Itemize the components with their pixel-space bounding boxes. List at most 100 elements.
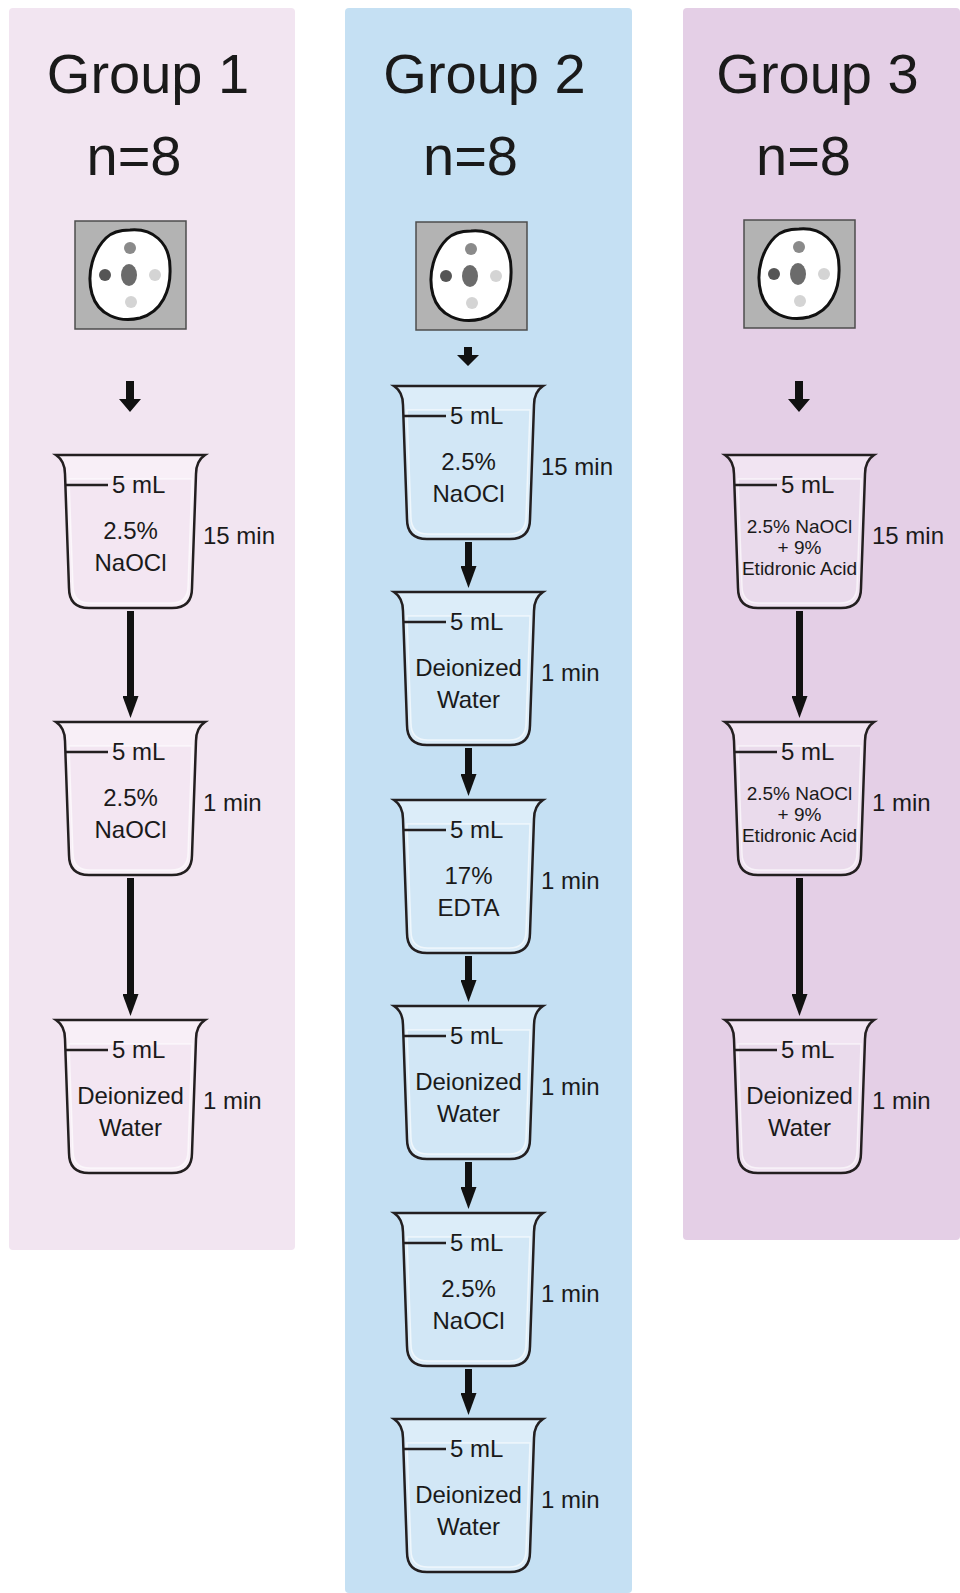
time-wrap: 1 min bbox=[203, 789, 262, 817]
beaker-volume: 5 mL bbox=[450, 1230, 503, 1256]
beaker: 5 mLDeionized Water1 min bbox=[54, 1017, 207, 1175]
solution-name: Deionized Water bbox=[413, 1066, 525, 1130]
fill-line bbox=[404, 829, 446, 832]
solution-wrap: Deionized Water bbox=[392, 637, 545, 731]
solution-name: 2.5% NaOCl bbox=[75, 782, 187, 846]
solution-wrap: 2.5% NaOCl bbox=[54, 500, 207, 594]
volume-wrap: 5 mL bbox=[450, 1023, 503, 1049]
time-wrap: 15 min bbox=[872, 522, 944, 550]
fill-line bbox=[404, 621, 446, 624]
fill-line bbox=[735, 1049, 777, 1052]
solution-wrap: 2.5% NaOCl bbox=[392, 1258, 545, 1352]
time-wrap: 15 min bbox=[203, 522, 275, 550]
group-title: Group 3 bbox=[679, 44, 956, 104]
group-panel: Group 3n=8 5 mL 2.5% NaOCl + 9% Etidronic … bbox=[683, 8, 960, 1240]
volume-wrap: 5 mL bbox=[450, 609, 503, 635]
fill-line bbox=[66, 484, 108, 487]
beaker: 5 mL2.5% NaOCl + 9% Etidronic Acid1 min bbox=[723, 719, 876, 877]
beaker-volume: 5 mL bbox=[450, 817, 503, 843]
time-wrap: 1 min bbox=[541, 1073, 600, 1101]
solution-name: Deionized Water bbox=[413, 1479, 525, 1543]
sample-count: n=8 bbox=[0, 126, 277, 186]
beaker: 5 mL2.5% NaOCl + 9% Etidronic Acid15 min bbox=[723, 452, 876, 610]
solution-name: 17% EDTA bbox=[413, 860, 525, 924]
immersion-time: 1 min bbox=[203, 789, 262, 817]
time-wrap: 15 min bbox=[541, 453, 613, 481]
panel-heading: Group 2n=8 bbox=[345, 44, 632, 186]
beaker-volume: 5 mL bbox=[781, 739, 834, 765]
volume-wrap: 5 mL bbox=[781, 1037, 834, 1063]
solution-wrap: Deionized Water bbox=[54, 1065, 207, 1159]
immersion-time: 15 min bbox=[541, 453, 613, 481]
immersion-time: 15 min bbox=[203, 522, 275, 550]
beaker: 5 mL2.5% NaOCl15 min bbox=[392, 383, 545, 541]
solution-wrap: 2.5% NaOCl bbox=[392, 431, 545, 525]
volume-wrap: 5 mL bbox=[450, 1436, 503, 1462]
solution-wrap: Deionized Water bbox=[723, 1065, 876, 1159]
time-wrap: 1 min bbox=[541, 1280, 600, 1308]
beaker: 5 mL17% EDTA1 min bbox=[392, 797, 545, 955]
immersion-time: 1 min bbox=[203, 1087, 262, 1115]
solution-wrap: 2.5% NaOCl + 9% Etidronic Acid bbox=[723, 767, 876, 861]
beaker: 5 mL2.5% NaOCl15 min bbox=[54, 452, 207, 610]
fill-line bbox=[404, 1448, 446, 1451]
volume-wrap: 5 mL bbox=[112, 472, 165, 498]
fill-line bbox=[404, 1242, 446, 1245]
beaker-volume: 5 mL bbox=[450, 1436, 503, 1462]
time-wrap: 1 min bbox=[203, 1087, 262, 1115]
solution-name: Deionized Water bbox=[744, 1080, 856, 1144]
panel-heading: Group 3n=8 bbox=[683, 44, 960, 186]
volume-wrap: 5 mL bbox=[781, 472, 834, 498]
solution-wrap: Deionized Water bbox=[392, 1464, 545, 1558]
group-title: Group 1 bbox=[5, 44, 291, 104]
immersion-time: 1 min bbox=[541, 867, 600, 895]
volume-wrap: 5 mL bbox=[450, 403, 503, 429]
fill-line bbox=[735, 484, 777, 487]
beaker-volume: 5 mL bbox=[112, 1037, 165, 1063]
group-panel: Group 1n=8 5 mL 2.5% NaOCl 15 min 5 mL 2.5% N… bbox=[9, 8, 295, 1250]
time-wrap: 1 min bbox=[872, 1087, 931, 1115]
beaker-volume: 5 mL bbox=[450, 609, 503, 635]
solution-name: 2.5% NaOCl bbox=[75, 515, 187, 579]
time-wrap: 1 min bbox=[541, 659, 600, 687]
fill-line bbox=[735, 751, 777, 754]
beaker: 5 mL2.5% NaOCl1 min bbox=[54, 719, 207, 877]
solution-wrap: 2.5% NaOCl bbox=[54, 767, 207, 861]
solution-name: 2.5% NaOCl bbox=[413, 1273, 525, 1337]
volume-wrap: 5 mL bbox=[112, 1037, 165, 1063]
volume-wrap: 5 mL bbox=[112, 739, 165, 765]
beaker-volume: 5 mL bbox=[450, 1023, 503, 1049]
fill-line bbox=[404, 1035, 446, 1038]
fill-line bbox=[404, 415, 446, 418]
immersion-time: 1 min bbox=[541, 1486, 600, 1514]
volume-wrap: 5 mL bbox=[450, 1230, 503, 1256]
beaker-volume: 5 mL bbox=[112, 739, 165, 765]
beaker: 5 mL2.5% NaOCl1 min bbox=[392, 1210, 545, 1368]
solution-wrap: 2.5% NaOCl + 9% Etidronic Acid bbox=[723, 500, 876, 594]
sample-count: n=8 bbox=[665, 126, 942, 186]
time-wrap: 1 min bbox=[541, 1486, 600, 1514]
immersion-time: 1 min bbox=[872, 789, 931, 817]
immersion-time: 1 min bbox=[541, 1280, 600, 1308]
solution-name: Deionized Water bbox=[75, 1080, 187, 1144]
fill-line bbox=[66, 751, 108, 754]
solution-name: 2.5% NaOCl bbox=[413, 446, 525, 510]
beaker: 5 mLDeionized Water1 min bbox=[392, 589, 545, 747]
panel-heading: Group 1n=8 bbox=[9, 44, 295, 186]
solution-wrap: Deionized Water bbox=[392, 1051, 545, 1145]
immersion-time: 15 min bbox=[872, 522, 944, 550]
sample-count: n=8 bbox=[327, 126, 614, 186]
beaker-volume: 5 mL bbox=[450, 403, 503, 429]
beaker-volume: 5 mL bbox=[112, 472, 165, 498]
solution-name: 2.5% NaOCl + 9% Etidronic Acid bbox=[740, 783, 860, 846]
time-wrap: 1 min bbox=[872, 789, 931, 817]
group-title: Group 2 bbox=[341, 44, 628, 104]
beaker-volume: 5 mL bbox=[781, 1037, 834, 1063]
immersion-time: 1 min bbox=[541, 659, 600, 687]
immersion-time: 1 min bbox=[872, 1087, 931, 1115]
group-panel: Group 2n=8 5 mL 2.5% NaOCl 15 min 5 mL Deioni… bbox=[345, 8, 632, 1593]
beaker: 5 mLDeionized Water1 min bbox=[392, 1416, 545, 1574]
solution-name: Deionized Water bbox=[413, 652, 525, 716]
volume-wrap: 5 mL bbox=[781, 739, 834, 765]
solution-name: 2.5% NaOCl + 9% Etidronic Acid bbox=[740, 516, 860, 579]
